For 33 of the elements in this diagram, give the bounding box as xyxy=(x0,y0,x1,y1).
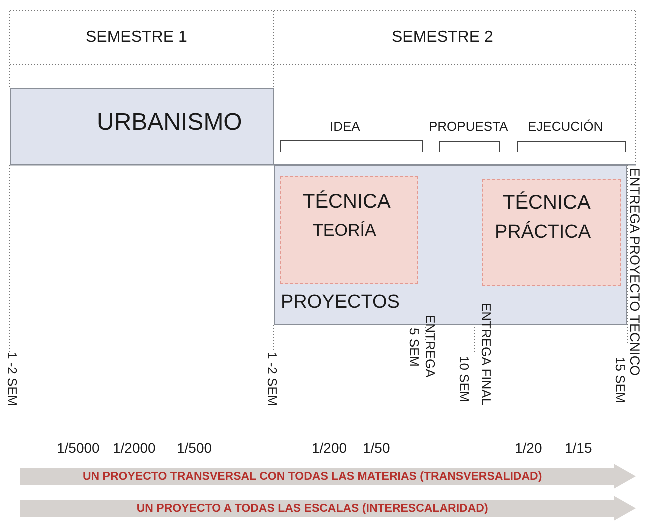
subject-card xyxy=(482,179,621,286)
banner-text: UN PROYECTO A TODAS LAS ESCALAS (INTERESCALARIDAD) xyxy=(136,502,490,516)
semester-heading: SEMESTRE 2 xyxy=(392,29,494,47)
banner-text: UN PROYECTO TRANSVERSAL CON TODAS LAS MATERIAS (TRANSVERSALIDAD) xyxy=(82,470,544,484)
subject-title: TÉCNICA xyxy=(303,191,391,214)
scale-label: 1/5000 xyxy=(57,440,100,456)
subject-title: PROYECTOS xyxy=(281,292,400,314)
scale-label: 1/500 xyxy=(177,440,212,456)
milestone-label: 10 SEM xyxy=(458,356,471,402)
milestone-label: ENTREGA PROYECTO TECNICO xyxy=(628,168,642,376)
milestone-label: ENTREGA xyxy=(424,315,437,378)
scale-label: 1/50 xyxy=(363,440,390,456)
semester-heading: SEMESTRE 1 xyxy=(86,29,188,47)
subject-band xyxy=(10,88,274,165)
scale-label: 1/200 xyxy=(312,440,348,456)
subject-title: TÉCNICA xyxy=(503,192,591,215)
milestone-label: ENTREGA FINAL xyxy=(480,303,493,406)
scale-label: 1/15 xyxy=(565,440,592,456)
banner-arrow xyxy=(20,498,636,519)
phase-label: PROPUESTA xyxy=(429,119,508,134)
scale-label: 1/20 xyxy=(515,440,542,456)
scale-label: 1/2000 xyxy=(113,440,156,456)
subject-subtitle: PRÁCTICA xyxy=(495,222,592,244)
milestone-label: 1 -2 SEM xyxy=(6,352,19,406)
banner-arrow xyxy=(20,466,636,487)
subject-subtitle: TEORÍA xyxy=(313,221,376,241)
phase-label: IDEA xyxy=(330,119,360,134)
phase-label: EJECUCIÓN xyxy=(528,119,604,134)
milestone-label: 5 SEM xyxy=(408,328,421,368)
subject-card xyxy=(280,176,418,284)
milestone-label: 1 -2 SEM xyxy=(266,352,279,406)
milestone-label: 15 SEM xyxy=(614,357,627,404)
subject-title: URBANISMO xyxy=(97,109,242,137)
